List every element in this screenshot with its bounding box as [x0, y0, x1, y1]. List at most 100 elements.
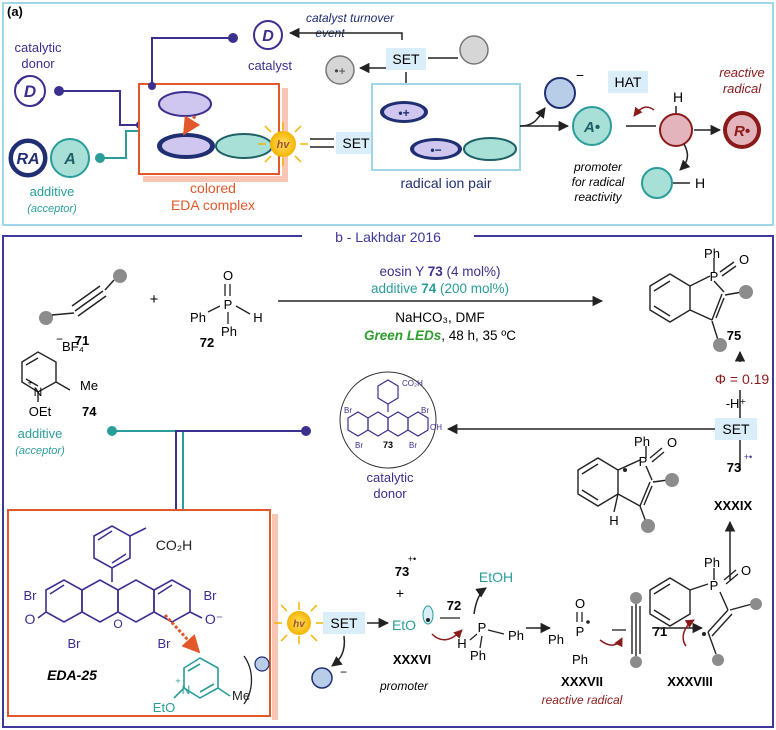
xxxix-ph: Ph [634, 434, 650, 449]
eda25-bracket [243, 655, 253, 705]
catalytic-donor-b-1: catalytic [367, 470, 414, 485]
panel-b-light-icon: hv [274, 602, 324, 644]
promoter-label-1: promoter [573, 160, 623, 174]
condition-1: eosin Y 73 (4 mol%) [379, 264, 500, 279]
c73-rad-label: 73 [727, 460, 741, 475]
ah-circle [641, 167, 673, 199]
compound-72: O P Ph Ph H [190, 268, 263, 339]
c71-bottom: 71 [653, 624, 667, 639]
c73-bottom: 73 [395, 564, 409, 579]
compound-75-label: 75 [727, 328, 741, 343]
c72b-p: P [478, 620, 487, 635]
xxxix-h: H [609, 513, 618, 528]
colored-label: colored [190, 180, 236, 196]
xxxix-radical-dot [623, 468, 627, 472]
radical-ion-pair-label: radical ion pair [400, 175, 491, 191]
alkyne-71-bottom-top [630, 592, 642, 604]
catalytic-donor-label-2: donor [21, 56, 55, 71]
eda25-o-minus: O⁻ [205, 611, 223, 627]
xxxviii-substituent-2 [712, 654, 724, 666]
hat-box [608, 71, 648, 93]
gray-cation-circle [325, 55, 355, 85]
reactive-radical-label-1: reactive [719, 65, 765, 80]
eda25-n: N [182, 683, 191, 697]
c75-substituent-1 [739, 285, 753, 299]
cation-mark: •+ [398, 106, 409, 120]
eosin-br-3: Br [355, 441, 363, 450]
alkyne-71 [39, 269, 127, 325]
acceptor-ellipse-teal [215, 133, 273, 159]
eda25-br-2: Br [204, 588, 218, 603]
reactive-radical-b: reactive radical [542, 693, 623, 707]
compound-72-label: 72 [200, 335, 214, 350]
r-radical-label: R• [734, 123, 750, 140]
ah-h-label: H [695, 175, 705, 191]
c75-o: O [739, 252, 749, 267]
c73-rad-mark: +• [744, 452, 752, 462]
set-bottom-box [323, 612, 365, 634]
eosin-br-1: Br [344, 406, 352, 415]
xxxix-substituent-2 [641, 519, 655, 533]
cyclization-arrow [682, 619, 695, 647]
xxxix-p: P [639, 454, 648, 469]
c74-oet: OEt [29, 404, 52, 419]
a-radical-label: A• [583, 119, 600, 136]
minus-h-label: -H⁺ [726, 396, 747, 411]
condition-3: NaHCO₃, DMF [395, 310, 485, 325]
set-top-label: SET [392, 51, 420, 67]
panel-b: b - Lakhdar 2016 71 + O P Ph Ph H 72 [2, 228, 774, 728]
compound-71-label: 71 [75, 333, 89, 348]
xxxvi-label: XXXVI [393, 652, 431, 667]
c74-minus: − [56, 332, 63, 346]
eda25-br-4: Br [158, 636, 172, 651]
condition-4: Green LEDs, 48 h, 35 ºC [364, 328, 516, 343]
plus-sign: + [150, 291, 159, 308]
eosin-co2h: CO₂H [402, 379, 423, 388]
xxxix-o: O [667, 435, 677, 450]
hat-b-arrow [431, 629, 463, 641]
c74-bf4: BF₄ [62, 339, 84, 354]
catalyst-icon: D [253, 20, 283, 50]
alkyne-71-bottom-bottom [630, 656, 642, 668]
panel-b-anion-minus: − [340, 665, 347, 679]
c72b-bond-2 [487, 629, 505, 635]
compound-75 [649, 258, 743, 341]
set-mid-box [336, 132, 376, 154]
panel-a: (a) catalytic donor D RA A additive (acc… [2, 2, 774, 226]
promoter-label-2: for radical [572, 175, 625, 189]
h-transfer-arrow [679, 143, 691, 171]
catalytic-donor-label: catalytic [15, 40, 62, 55]
intermediate-xxxviii [649, 568, 753, 655]
c72-o: O [223, 268, 233, 283]
c74-n: N [34, 385, 43, 399]
eda-complex-box [138, 83, 280, 175]
xxxvii-p: P [576, 624, 585, 639]
cation-ellipse-inner [384, 104, 424, 120]
etoh-arrow [473, 587, 487, 615]
eda25-eto: EtO [153, 700, 175, 715]
anion-ellipse-inner [414, 141, 458, 157]
panel-b-additive-label: additive [18, 426, 63, 441]
eosin-br-2: Br [421, 406, 429, 415]
donor-icon: D [14, 75, 46, 107]
c75-p: P [710, 269, 719, 284]
panel-b-acceptor-label: (acceptor) [15, 445, 65, 457]
light-source-icon: hv [258, 122, 308, 166]
xxxvii-o: O [575, 596, 585, 611]
eda25-ring-o: O [113, 617, 122, 631]
catalyst-letter: D [262, 28, 274, 45]
hat-label: HAT [615, 74, 642, 90]
substrate-h-label: H [673, 89, 683, 105]
xxxviii-radical-dot [702, 632, 706, 636]
c73-bottom-mark: +• [408, 554, 416, 564]
gray-circle-top [459, 35, 489, 65]
panel-b-anion-circle [311, 667, 333, 689]
eda-25-shadow [272, 514, 278, 720]
c72b-bond-1 [469, 633, 478, 641]
xxxvii-ph-2: Ph [572, 652, 588, 667]
eda25-counterion [254, 656, 270, 672]
alkyne-71-bottom [631, 604, 641, 656]
eosin-73-label: 73 [383, 440, 393, 450]
c72-bottom: 72 [447, 598, 461, 613]
eda25-me: Me [232, 688, 250, 703]
